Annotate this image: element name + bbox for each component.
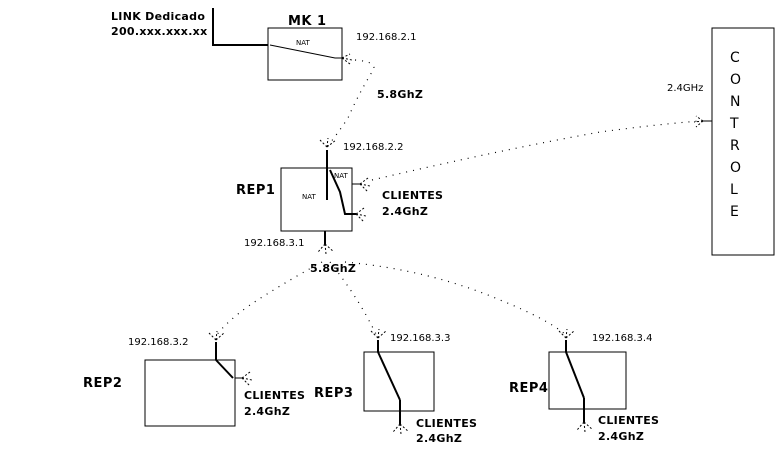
rep1-nat-right: NAT xyxy=(334,172,348,180)
mk1-label: MK 1 xyxy=(288,14,327,29)
backhaul-link-rep1-rep4 xyxy=(344,261,566,335)
rep1-client-antenna-b xyxy=(355,207,367,223)
rep4-clients-label: CLIENTES xyxy=(598,414,659,427)
controle-letter: R xyxy=(730,138,740,154)
rep4-box xyxy=(548,351,627,410)
rep4-ip: 192.168.3.4 xyxy=(592,333,652,344)
link-label: LINK Dedicado xyxy=(111,10,205,23)
mk1-nat-line xyxy=(269,44,342,59)
rep3-ip: 192.168.3.3 xyxy=(390,333,450,344)
mk1-nat-label: NAT xyxy=(296,39,310,47)
rep4-label: REP4 xyxy=(509,381,548,396)
backhaul-link-mk1-rep1 xyxy=(326,59,375,148)
rep3-label: REP3 xyxy=(314,386,353,401)
rep2-clients-label: CLIENTES xyxy=(244,389,305,402)
controle-letter: N xyxy=(730,94,740,110)
rep4-switch-line xyxy=(565,351,585,399)
backhaul-link-rep1-rep2 xyxy=(215,261,323,337)
controle-letters: C O N T R O L E xyxy=(729,50,741,220)
rep2-client-antenna xyxy=(241,371,253,387)
rep1-box xyxy=(280,167,353,232)
controle-freq: 2.4GHz xyxy=(667,83,703,94)
rep3-top-antenna xyxy=(370,328,387,339)
rep4-client-antenna xyxy=(576,421,594,433)
link-rep1-controle xyxy=(371,120,701,181)
rep1-label: REP1 xyxy=(236,183,275,198)
mk1-box xyxy=(267,27,343,81)
backhaul-top-freq: 5.8GhZ xyxy=(377,88,423,101)
rep1-ip-bottom: 192.168.3.1 xyxy=(244,238,304,249)
rep3-clients-freq: 2.4GhZ xyxy=(416,432,462,445)
controle-letter: C xyxy=(730,50,740,66)
rep2-switch-line xyxy=(215,359,234,379)
rep1-client-antenna-a xyxy=(359,177,371,193)
controle-letter: L xyxy=(730,182,738,198)
rep2-top-antenna xyxy=(208,330,225,341)
rep1-bottom-antenna xyxy=(317,243,335,255)
rep2-box xyxy=(144,359,236,427)
mk1-ip: 192.168.2.1 xyxy=(356,32,416,43)
rep1-ip-top: 192.168.2.2 xyxy=(343,142,403,153)
rep1-clients-freq: 2.4GhZ xyxy=(382,205,428,218)
rep1-clients-label: CLIENTES xyxy=(382,189,443,202)
controle-letter: T xyxy=(729,116,739,132)
uplink-cable xyxy=(212,8,268,46)
mk1-antenna xyxy=(341,53,353,65)
rep2-label: REP2 xyxy=(83,376,122,391)
rep3-switch-line xyxy=(377,351,401,401)
rep1-nat-right-line xyxy=(329,169,356,215)
link-ip: 200.xxx.xxx.xx xyxy=(111,25,207,38)
rep2-ip: 192.168.3.2 xyxy=(128,337,188,348)
rep3-clients-label: CLIENTES xyxy=(416,417,477,430)
controle-box xyxy=(711,27,775,256)
controle-letter: O xyxy=(730,160,741,176)
controle-antenna xyxy=(693,115,704,128)
rep4-top-antenna xyxy=(558,328,575,339)
rep3-client-antenna xyxy=(392,423,410,435)
controle-letter: O xyxy=(730,72,741,88)
backhaul-bottom-freq: 5.8GhZ xyxy=(310,262,356,275)
rep2-clients-freq: 2.4GhZ xyxy=(244,405,290,418)
rep1-top-antenna xyxy=(319,137,337,148)
rep4-clients-freq: 2.4GhZ xyxy=(598,430,644,443)
controle-letter: E xyxy=(730,204,739,220)
rep1-nat-left: NAT xyxy=(302,193,316,201)
